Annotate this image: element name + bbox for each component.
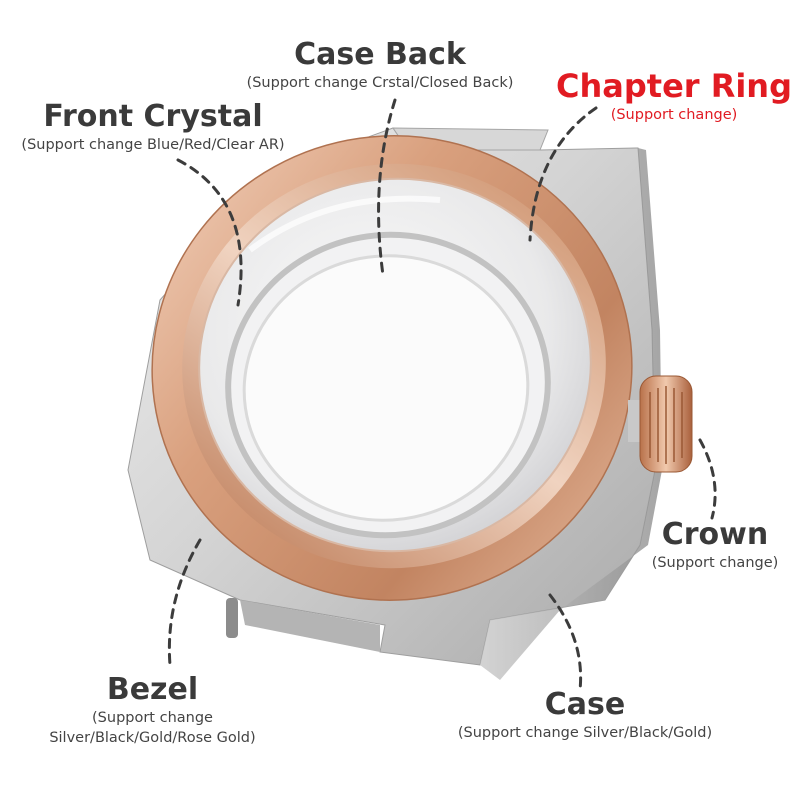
front-crystal-subtitle: (Support change Blue/Red/Clear AR)	[21, 137, 285, 153]
inner-recess	[242, 254, 530, 522]
front-crystal-title: Front Crystal	[43, 99, 263, 134]
label-front-crystal: Front Crystal (Support change Blue/Red/C…	[8, 102, 298, 154]
label-crown: Crown (Support change)	[640, 520, 790, 572]
crown-grooves	[649, 386, 683, 464]
crystal-highlight	[248, 195, 441, 253]
label-case: Case (Support change Silver/Black/Gold)	[445, 690, 725, 742]
bezel-subtitle-line2: Silver/Black/Gold/Rose Gold)	[49, 730, 256, 747]
case-title: Case	[544, 687, 626, 722]
bezel-assembly	[151, 135, 633, 601]
leader-lines	[167, 98, 717, 692]
case-back-subtitle: (Support change Crstal/Closed Back)	[246, 75, 514, 91]
leader-bezel	[167, 538, 202, 667]
label-bezel: Bezel (Support change Silver/Black/Gold/…	[30, 675, 275, 747]
crown	[628, 375, 693, 473]
case-right-side	[480, 148, 662, 680]
leader-chapter-ring	[528, 106, 598, 242]
case-subtitle: (Support change Silver/Black/Gold)	[457, 725, 713, 741]
bezel-title: Bezel	[106, 672, 199, 707]
leader-case-back	[377, 98, 397, 277]
leader-case	[548, 593, 583, 692]
case-back-title: Case Back	[294, 37, 466, 72]
leader-crown	[698, 438, 717, 520]
label-chapter-ring: Chapter Ring (Support change)	[550, 70, 798, 124]
spring-bar-slot	[226, 598, 238, 638]
chapter-ring-title: Chapter Ring	[556, 67, 792, 105]
crown-subtitle: (Support change)	[651, 555, 779, 571]
chapter-ring-subtitle: (Support change)	[610, 107, 738, 123]
bezel-subtitle-line1: (Support change	[92, 710, 213, 726]
crown-title: Crown	[661, 517, 769, 552]
label-case-back: Case Back (Support change Crstal/Closed …	[215, 40, 545, 92]
leader-front-crystal	[176, 158, 243, 307]
case-lug-bottom	[240, 600, 380, 652]
